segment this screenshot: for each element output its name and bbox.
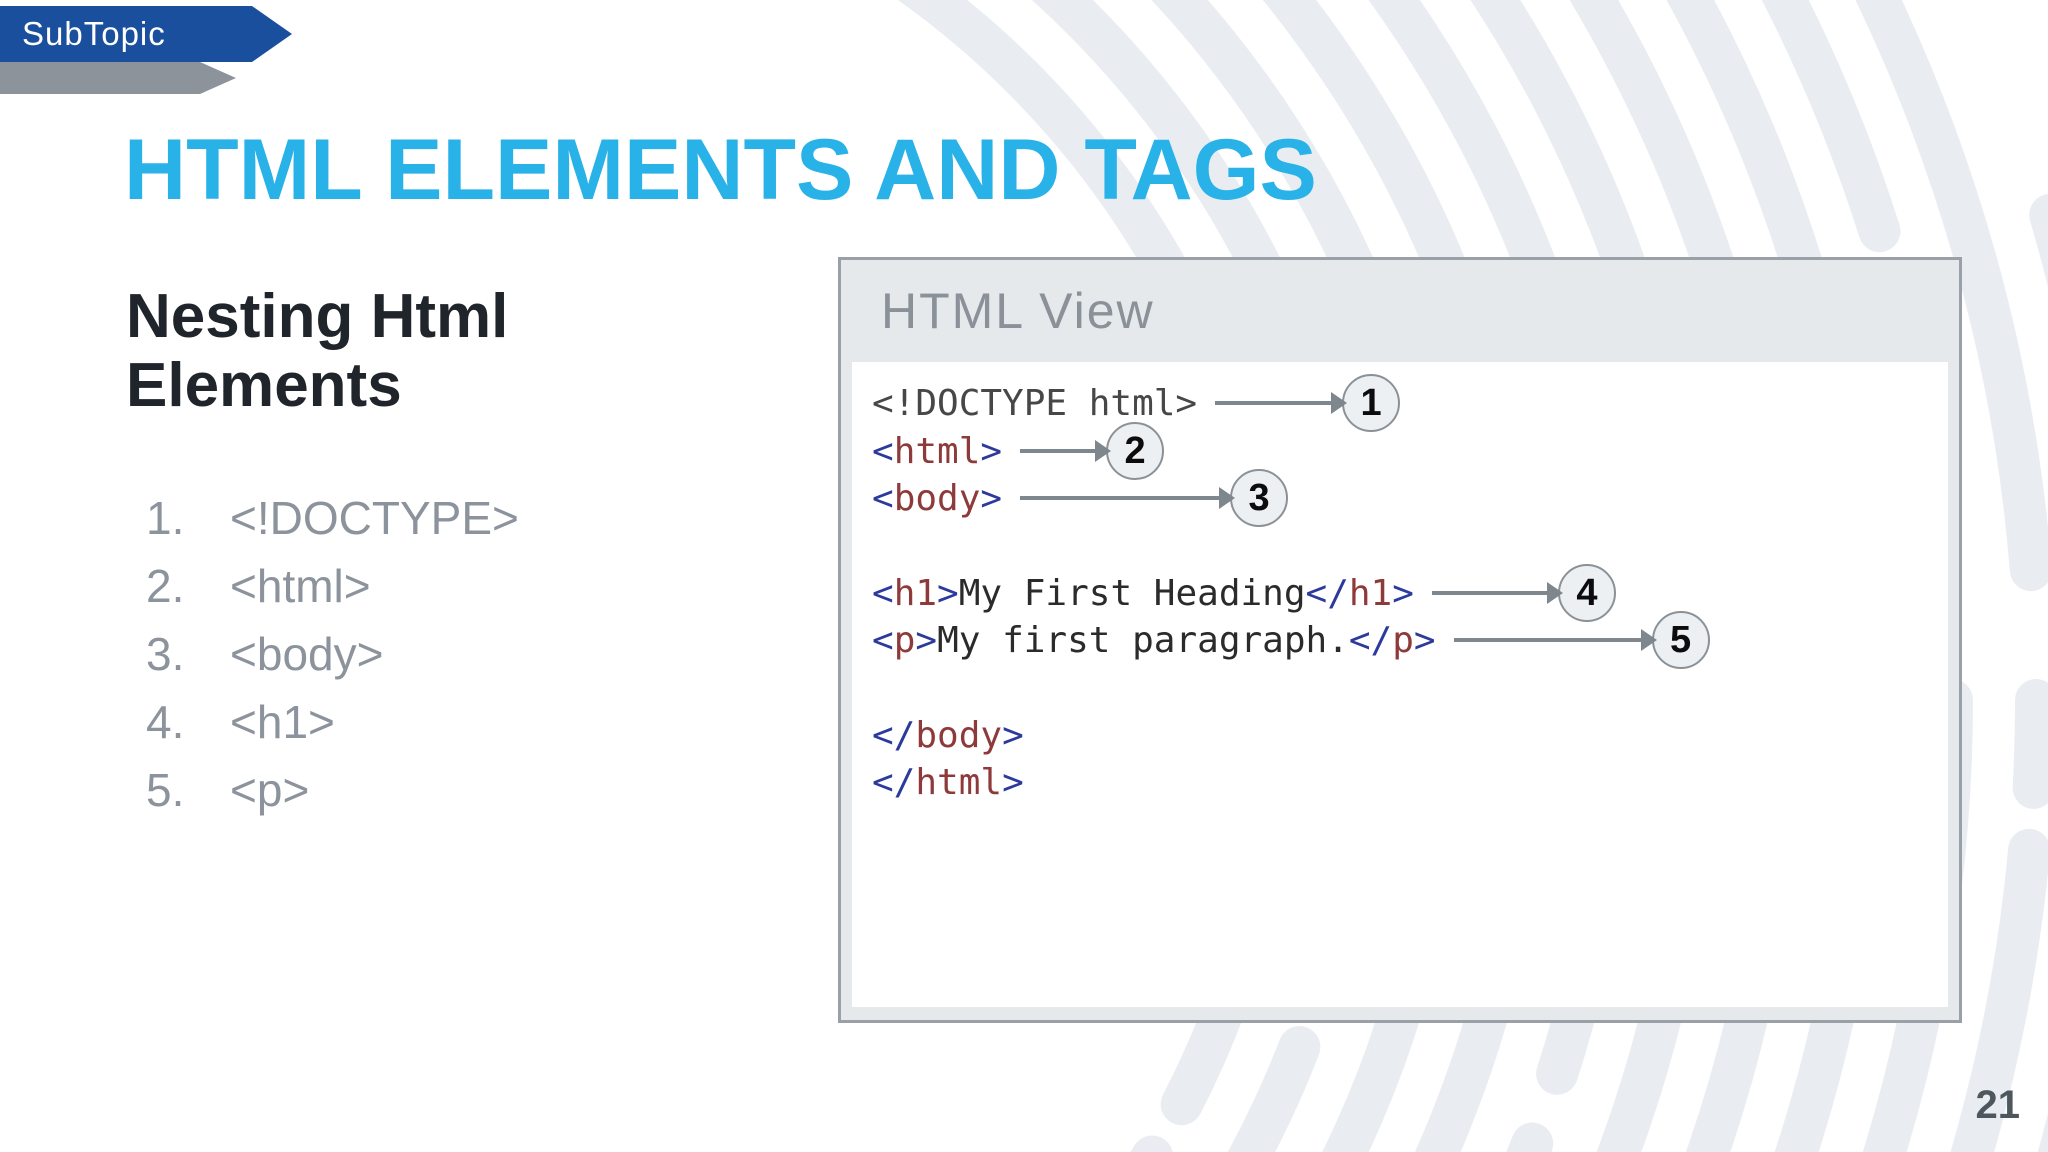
code-line-h1: <h1>My First Heading</h1> 4 [872,564,1616,622]
code-line-body-open: <body> 3 [872,469,1289,527]
list-item: 2. <html> [146,552,519,620]
page-title: HTML ELEMENTS AND TAGS [124,122,1317,218]
annotation-circle: 1 [1342,374,1401,432]
panel-header: HTML View [841,260,1959,362]
annotation-circle: 3 [1230,469,1289,527]
list-item: 4. <h1> [146,688,519,756]
code-line-p: <p>My first paragraph.</p> 5 [872,611,1710,669]
list-item: 1. <!DOCTYPE> [146,484,519,552]
tag-list: 1. <!DOCTYPE> 2. <html> 3. <body> 4. <h1… [146,484,519,824]
list-item-number: 5. [146,764,185,816]
panel-header-label: HTML View [881,283,1155,339]
list-item-number: 3. [146,628,185,680]
list-item-label: <body> [230,628,384,680]
annotation-arrow [1020,440,1112,462]
list-item-label: <p> [230,764,310,816]
section-heading-line1: Nesting Html [126,282,509,351]
code-text: </html> [872,761,1024,803]
list-item: 3. <body> [146,620,519,688]
subtopic-banner: SubTopic [0,6,292,62]
list-item-label: <h1> [230,696,335,748]
list-item-label: <!DOCTYPE> [230,492,519,544]
code-text: <html> [872,430,1003,472]
list-item-number: 1. [146,492,185,544]
section-heading-line2: Elements [126,351,402,420]
annotation-arrow [1020,487,1236,509]
annotation-circle: 5 [1651,611,1710,669]
code-line-html-close: </html> [872,758,1024,806]
page-number: 21 [1975,1083,2021,1127]
code-line-html-open: <html> 2 [872,422,1165,480]
section-heading: Nesting Html Elements [126,282,508,420]
code-text: <p>My first paragraph.</p> [872,619,1436,661]
code-text: <body> [872,477,1003,519]
code-text: </body> [872,714,1024,756]
code-text: <!DOCTYPE html> [872,382,1198,424]
list-item-number: 2. [146,560,185,612]
list-item-number: 4. [146,696,185,748]
html-view-panel: HTML View <!DOCTYPE html> 1 <html> 2 <bo… [838,257,1962,1023]
code-line-body-close: </body> [872,711,1024,759]
list-item-label: <html> [230,560,371,612]
code-text: <h1>My First Heading</h1> [872,572,1414,614]
annotation-arrow [1431,582,1563,604]
annotation-circle: 4 [1557,564,1616,622]
code-box: <!DOCTYPE html> 1 <html> 2 <body> 3 <h1>… [852,362,1948,1007]
code-line-doctype: <!DOCTYPE html> 1 [872,374,1401,432]
annotation-circle: 2 [1106,422,1165,480]
list-item: 5. <p> [146,756,519,824]
annotation-arrow [1215,392,1348,414]
subtopic-label: SubTopic [22,15,166,52]
subtopic-ribbon-shadow [0,62,236,94]
annotation-arrow [1453,629,1657,651]
